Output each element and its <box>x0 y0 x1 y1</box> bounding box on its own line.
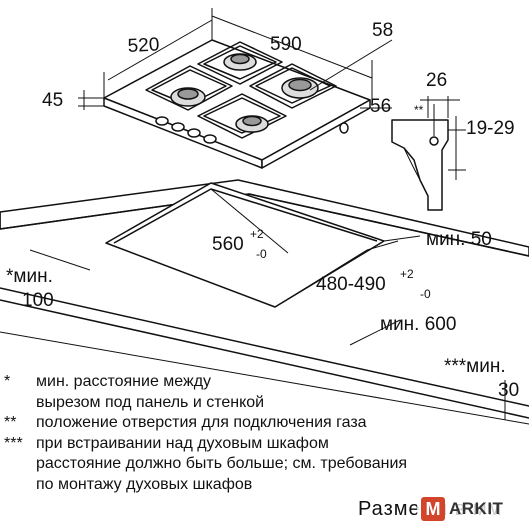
dim-480-tol-minus: -0 <box>420 287 431 301</box>
note-1: * мин. расстояние между вырезом под пане… <box>4 372 529 413</box>
dimension-lines <box>29 8 506 420</box>
dim-min-30-label: ***мин. <box>444 356 506 377</box>
dim-590: 590 <box>270 34 302 55</box>
logo-letter: M <box>421 497 445 521</box>
note-2-mark: ** <box>4 414 17 431</box>
watermark-logo: M ARKIT <box>417 494 529 524</box>
dim-560-tol-minus: -0 <box>256 247 267 261</box>
note-3: *** при встраивании над духовым шкафом р… <box>4 434 529 496</box>
dim-min-100-label: *мин. <box>6 266 53 287</box>
footnotes: * мин. расстояние между вырезом под пане… <box>4 372 529 495</box>
note-1-line-2: вырезом под панель и стенкой <box>36 393 265 411</box>
dim-min-100-value: 100 <box>22 290 54 311</box>
dim-19-29: 19-29 <box>466 118 515 139</box>
clamp-mark: ** <box>414 103 424 117</box>
dim-26: 26 <box>426 70 447 91</box>
note-1-mark: * <box>4 373 11 390</box>
dim-min-30-value: 30 <box>498 380 519 401</box>
note-3-line-3: по монтажу духовых шкафов <box>36 475 253 493</box>
dim-min-50: мин. 50 <box>426 229 492 250</box>
hob <box>103 39 371 169</box>
clamp-detail <box>391 96 466 211</box>
note-1-body: мин. расстояние между вырезом под панель… <box>36 372 264 413</box>
dim-58: 58 <box>372 20 393 41</box>
dim-560-tol-plus: +2 <box>250 227 264 241</box>
logo-text: ARKIT <box>449 499 504 518</box>
note-1-line-1: мин. расстояние между <box>36 373 212 390</box>
dim-560-value: 560 <box>212 234 244 255</box>
dim-480-490: 480-490 <box>316 274 386 295</box>
cabinet-lines <box>0 287 529 425</box>
dim-560: 560 <box>212 234 244 255</box>
note-2-body: положение отверстия для подключения газа <box>36 413 367 434</box>
dim-520: 520 <box>127 34 160 57</box>
note-2: ** положение отверстия для подключения г… <box>4 413 529 434</box>
note-3-line-1: при встраивании над духовым шкафом <box>36 434 329 452</box>
dim-56: 56 <box>370 96 391 117</box>
note-3-body: при встраивании над духовым шкафом расст… <box>36 434 407 496</box>
note-2-line-1: положение отверстия для подключения газа <box>36 414 367 431</box>
note-3-line-2: расстояние должно быть больше; см. требо… <box>36 455 408 472</box>
dim-45: 45 <box>42 90 63 111</box>
dim-480-tol-plus: +2 <box>400 267 414 281</box>
dim-min-600: мин. 600 <box>380 314 456 335</box>
countertop <box>0 179 529 257</box>
note-3-mark: *** <box>4 434 23 452</box>
